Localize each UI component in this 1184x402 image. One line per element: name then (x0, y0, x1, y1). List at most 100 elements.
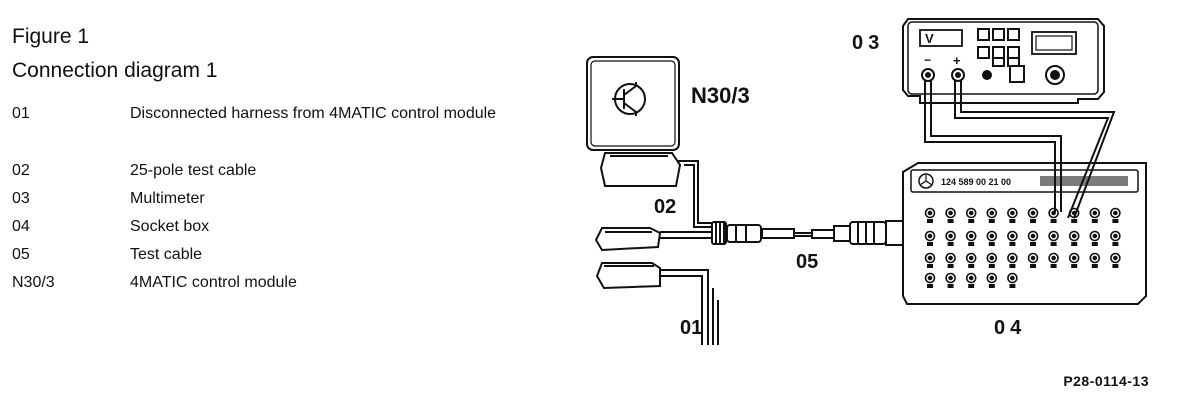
socket-jack-pin (1030, 255, 1036, 261)
socket-jack-label-mark (927, 284, 933, 288)
socket-jack (986, 252, 998, 264)
socket-jack (945, 272, 956, 284)
socket-jack (924, 207, 936, 219)
socket-jack-label-mark (1112, 219, 1119, 223)
port-minus (921, 68, 935, 82)
control-module (586, 56, 680, 151)
socket-jack (1068, 252, 1080, 264)
multimeter-screen (1031, 31, 1077, 55)
socket-jack-label-mark (947, 284, 954, 288)
socket-jack-pin (948, 233, 953, 239)
socket-jack (1048, 252, 1059, 264)
socket-jack-pin (927, 255, 933, 261)
figure-title: Figure 1 (12, 25, 90, 48)
probe-leads (924, 81, 1116, 219)
cable-connector-upper (594, 227, 662, 252)
label-04: 04 (994, 317, 1026, 339)
plug-02 (711, 221, 795, 245)
socket-jack-label-mark (1009, 264, 1016, 268)
legend-desc: Multimeter (130, 190, 205, 207)
socket-jack (1110, 252, 1121, 264)
socket-jack (1027, 207, 1039, 219)
socket-jack-label-mark (1050, 242, 1057, 246)
legend-desc: 4MATIC control module (130, 274, 297, 291)
socket-jack-pin (989, 210, 995, 216)
socket-jack (1007, 230, 1018, 242)
figure-subtitle: Connection diagram 1 (12, 59, 218, 82)
socket-jack-pin (1113, 233, 1118, 239)
socket-jack-pin (948, 275, 953, 281)
socket-jack-label-mark (947, 264, 954, 268)
socket-jack-label-mark (988, 242, 995, 246)
socket-jack (1068, 230, 1080, 242)
socket-jack (1110, 230, 1121, 242)
socket-jack-pin (1010, 210, 1015, 216)
label-01: 01 (680, 317, 702, 339)
socket-jack-label-mark (947, 242, 954, 246)
socket-jack-pin (1051, 233, 1056, 239)
socket-jack-label-mark (1091, 264, 1098, 268)
socket-jack-label-mark (1071, 219, 1078, 223)
socket-jack (1007, 207, 1018, 219)
plug-socket-box (833, 220, 907, 246)
socket-jack-pin (968, 210, 974, 216)
socket-jack-label-mark (1030, 219, 1036, 223)
minus-sign: − (924, 53, 931, 67)
socket-jack-label-mark (1112, 264, 1119, 268)
legend-code: 01 (12, 105, 30, 122)
test-cable-05 (794, 229, 835, 239)
part-number: 124 589 00 21 00 (941, 177, 1011, 187)
socket-jack-pin (1113, 210, 1118, 216)
socket-jack-pin (1071, 233, 1077, 239)
socket-jack-label-mark (1091, 219, 1098, 223)
socket-jack-pin (1030, 210, 1036, 216)
dial (1009, 65, 1025, 83)
socket-jack-pin (927, 233, 933, 239)
socket-jack (1089, 230, 1101, 242)
socket-jack-pin (927, 210, 933, 216)
socket-jack-pin (968, 275, 974, 281)
socket-jack-pin (1092, 210, 1098, 216)
label-n30-3: N30/3 (691, 83, 750, 108)
socket-jack-pin (1113, 255, 1118, 261)
socket-jack-pin (1071, 255, 1077, 261)
socket-box (902, 162, 1147, 305)
socket-jack (1027, 230, 1039, 242)
multimeter (902, 18, 1105, 104)
socket-jack-pin (948, 210, 953, 216)
socket-jack (1007, 272, 1018, 284)
socket-jack-label-mark (968, 242, 975, 246)
socket-jack-pin (968, 233, 974, 239)
socket-jack-pin (927, 275, 933, 281)
socket-jack-label-mark (988, 264, 995, 268)
figure-reference: P28-0114-13 (1063, 373, 1149, 389)
socket-jack (1089, 252, 1101, 264)
socket-jack (1048, 230, 1059, 242)
socket-jack-pin (1092, 255, 1098, 261)
socket-jack-label-mark (1091, 242, 1098, 246)
socket-jack-pin (1010, 255, 1015, 261)
logo-icon (918, 173, 934, 189)
multimeter-display (919, 29, 963, 47)
socket-jack (924, 252, 936, 264)
cable-connector-lower (595, 262, 661, 290)
legend-code: 04 (12, 218, 30, 235)
socket-jack-pin (1051, 255, 1056, 261)
legend-desc: Disconnected harness from 4MATIC control… (130, 105, 497, 122)
socket-jack-pin (1051, 210, 1056, 216)
legend-code: 05 (12, 246, 30, 263)
socket-jack-label-mark (927, 219, 933, 223)
socket-jack-label-mark (1009, 284, 1016, 288)
socket-jack (1007, 252, 1018, 264)
legend-desc: 25-pole test cable (130, 162, 257, 179)
socket-jack-pin (968, 255, 974, 261)
socket-jack-label-mark (1009, 219, 1016, 223)
label-05: 05 (796, 251, 818, 273)
socket-jack (965, 230, 977, 242)
socket-jack-label-mark (1050, 264, 1057, 268)
socket-jack-pin (1030, 233, 1036, 239)
socket-jack-label-mark (1009, 242, 1016, 246)
socket-jack (1089, 207, 1101, 219)
socket-jack (986, 272, 998, 284)
socket-jack (986, 230, 998, 242)
